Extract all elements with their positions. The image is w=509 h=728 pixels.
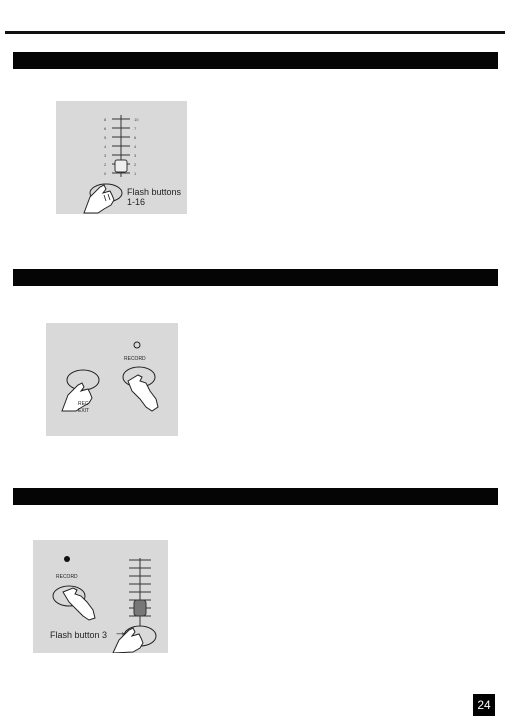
led-indicator-icon bbox=[133, 341, 141, 349]
page-number: 24 bbox=[473, 694, 495, 716]
section-header-bar-2 bbox=[13, 269, 498, 286]
svg-text:0: 0 bbox=[104, 171, 107, 176]
svg-text:10: 10 bbox=[134, 117, 139, 122]
svg-text:5: 5 bbox=[104, 135, 107, 140]
flash-buttons-range: 1-16 bbox=[127, 197, 146, 207]
svg-text:3: 3 bbox=[104, 153, 107, 158]
svg-text:2: 2 bbox=[104, 162, 107, 167]
svg-text:4: 4 bbox=[104, 144, 107, 149]
led-indicator-icon bbox=[64, 556, 70, 562]
rec-exit-label-line2: EXIT bbox=[78, 408, 90, 414]
top-rule bbox=[5, 31, 505, 34]
record-label: RECORD bbox=[124, 356, 146, 362]
svg-text:8: 8 bbox=[104, 117, 107, 122]
arrow-icon: → bbox=[114, 624, 127, 639]
pointing-hand-icon bbox=[62, 587, 144, 653]
svg-text:1: 1 bbox=[134, 171, 137, 176]
record-label: RECORD bbox=[56, 574, 78, 580]
pointing-hand-icon bbox=[61, 374, 159, 412]
fader-icon: 8 6 5 4 3 2 0 10 7 6 4 3 2 1 bbox=[89, 115, 139, 203]
pointing-hand-icon bbox=[83, 184, 115, 214]
flash-buttons-label: Flash buttons bbox=[127, 187, 182, 197]
section-header-bar-3 bbox=[13, 488, 498, 505]
figure-flash-button-3: RECORD Flash button 3 → bbox=[33, 540, 168, 653]
svg-text:2: 2 bbox=[134, 162, 137, 167]
flash-button-3-label: Flash button 3 bbox=[50, 630, 108, 640]
fader-icon bbox=[52, 558, 157, 647]
svg-text:7: 7 bbox=[134, 126, 137, 131]
section-header-bar-1 bbox=[13, 52, 498, 69]
svg-text:4: 4 bbox=[134, 144, 137, 149]
figure-record-buttons: RECORD REC EXIT bbox=[46, 323, 178, 436]
svg-text:6: 6 bbox=[104, 126, 107, 131]
rec-exit-label-line1: REC bbox=[78, 401, 89, 407]
svg-text:6: 6 bbox=[134, 135, 137, 140]
figure-flash-buttons: 8 6 5 4 3 2 0 10 7 6 4 3 2 1 Flash buttons 1-16 bbox=[56, 101, 187, 214]
svg-text:3: 3 bbox=[134, 153, 137, 158]
